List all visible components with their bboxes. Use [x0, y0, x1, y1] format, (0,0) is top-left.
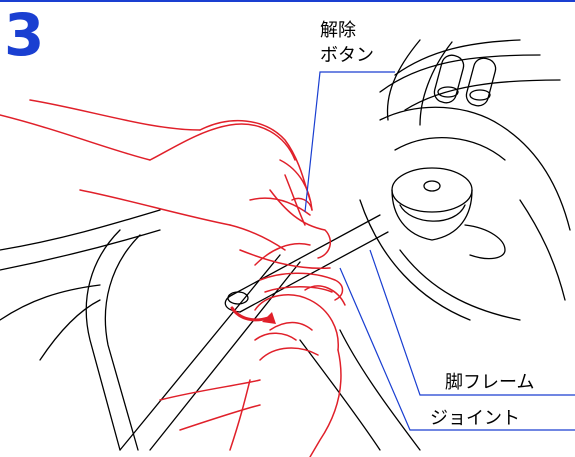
joint-label: ジョイント — [430, 408, 520, 429]
leg-frame-label: 脚フレーム — [445, 372, 535, 393]
hands-illustration — [0, 99, 346, 457]
release-button-label-line1: 解除 — [320, 20, 356, 41]
rotation-arrow-icon — [230, 306, 276, 324]
stroller-frame-lines — [0, 39, 571, 451]
top-rule — [0, 0, 575, 2]
release-button-label-line2: ボタン — [320, 45, 374, 66]
step-number: 3 — [4, 1, 45, 69]
callout-lines — [304, 71, 575, 431]
